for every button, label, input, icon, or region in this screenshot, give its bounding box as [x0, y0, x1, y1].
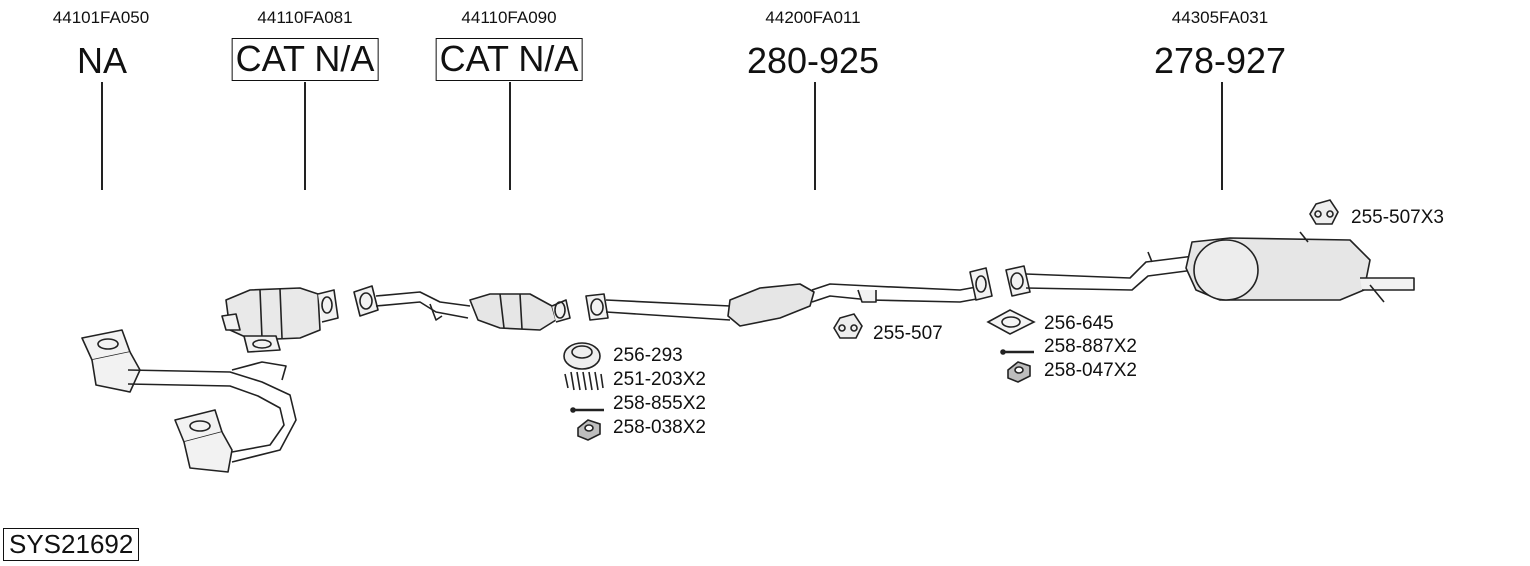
gasket-icon-1 — [986, 309, 1036, 335]
oem-number-2: 44110FA081 — [257, 8, 353, 27]
part-label-5: 278-927 — [1153, 40, 1287, 81]
part-label-4: 280-925 — [746, 40, 880, 81]
spring-icon — [564, 371, 604, 391]
oem-number-5: 44305FA031 — [1171, 8, 1269, 27]
part-code-5: 258-047X2 — [1044, 360, 1137, 381]
part-code-6: 256-293 — [613, 345, 683, 366]
hanger-icon-2 — [833, 313, 863, 339]
hanger-icon-1 — [1309, 199, 1339, 225]
leader-line-3 — [509, 82, 511, 190]
centre-pipe-drawing — [585, 267, 993, 327]
seal-ring-icon — [563, 342, 601, 370]
oem-number-4: 44200FA011 — [765, 8, 861, 27]
part-code-3: 256-645 — [1044, 313, 1114, 334]
part-label-2: CAT N/A — [231, 38, 379, 81]
part-code-7: 251-203X2 — [613, 369, 706, 390]
part-code-9: 258-038X2 — [613, 417, 706, 438]
oem-number-3: 44110FA090 — [461, 8, 557, 27]
oem-number-1: 44101FA050 — [52, 8, 150, 27]
front-pipe-drawing — [81, 329, 297, 473]
system-code: SYS21692 — [3, 528, 140, 561]
bolt-icon-2 — [570, 407, 604, 413]
bolt-icon-1 — [1000, 349, 1034, 355]
part-label-3: CAT N/A — [435, 38, 583, 81]
second-catalyst-drawing — [353, 285, 571, 331]
leader-line-5 — [1221, 82, 1223, 190]
part-code-2: 255-507 — [873, 323, 943, 344]
rear-silencer-drawing — [1005, 231, 1415, 303]
leader-line-1 — [101, 82, 103, 190]
part-code-8: 258-855X2 — [613, 393, 706, 414]
leader-line-4 — [814, 82, 816, 190]
nut-icon-1 — [1007, 361, 1031, 383]
part-label-1: NA — [76, 40, 128, 81]
part-code-4: 258-887X2 — [1044, 336, 1137, 357]
leader-line-2 — [304, 82, 306, 190]
part-code-1: 255-507X3 — [1351, 207, 1444, 228]
nut-icon-2 — [577, 419, 601, 441]
first-catalyst-drawing — [221, 287, 339, 353]
